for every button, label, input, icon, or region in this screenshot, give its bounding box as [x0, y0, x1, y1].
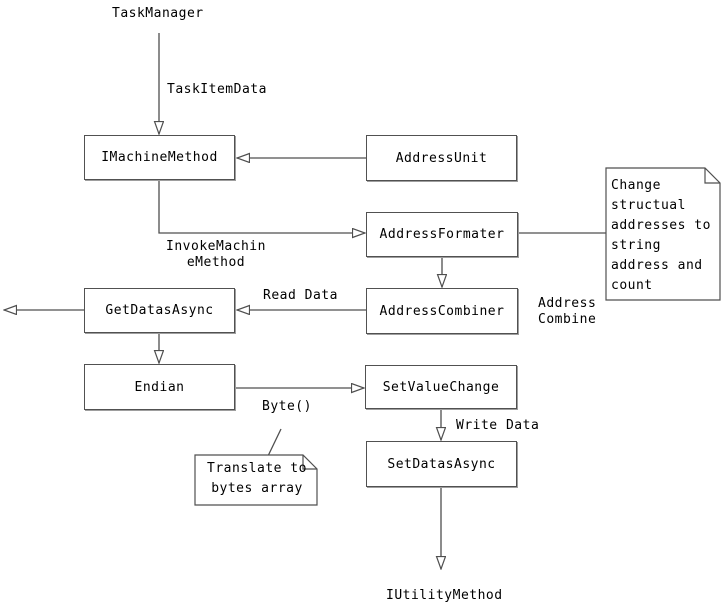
- edge-imachinemethod-to-addressformater: [158, 180, 365, 233]
- node-addressunit: AddressUnit: [366, 135, 517, 181]
- edge-label-addresscombine: Address Combine: [538, 296, 597, 327]
- edge-note-to-bytecall: [267, 428, 282, 457]
- edge-label-invokemachinemethod: InvokeMachin eMethod: [166, 239, 266, 270]
- note-change-addresses-text: Change structual addresses to string add…: [611, 178, 711, 293]
- node-setdatasasync: SetDatasAsync: [366, 441, 517, 487]
- node-setvaluechange-label: SetValueChange: [382, 379, 500, 395]
- node-addresscombiner: AddressCombiner: [366, 288, 518, 334]
- node-endian-label: Endian: [134, 379, 185, 395]
- note-fold-icon: [704, 168, 720, 184]
- node-setdatasasync-label: SetDatasAsync: [387, 456, 496, 472]
- node-endian: Endian: [84, 364, 235, 410]
- node-taskmanager-label: TaskManager: [112, 6, 204, 21]
- edge-label-bytecall: Byte(): [262, 399, 312, 414]
- note-shape-translate-bytes: [194, 454, 318, 506]
- node-imachinemethod-label: IMachineMethod: [101, 150, 218, 165]
- node-addressformater: AddressFormater: [366, 212, 518, 257]
- note-shape-change-addresses: [605, 167, 721, 301]
- node-addresscombiner-label: AddressCombiner: [379, 303, 505, 319]
- edge-label-writedata: Write Data: [456, 418, 540, 433]
- edge-label-readdata: Read Data: [263, 288, 338, 303]
- node-getdatasasync-label: GetDatasAsync: [105, 303, 214, 318]
- note-fold-icon: [302, 455, 317, 470]
- node-getdatasasync: GetDatasAsync: [84, 288, 235, 333]
- node-addressformater-label: AddressFormater: [379, 227, 505, 242]
- node-setvaluechange: SetValueChange: [365, 365, 517, 409]
- node-addressunit-label: AddressUnit: [395, 150, 488, 166]
- edge-label-taskitemdata: TaskItemData: [167, 82, 267, 97]
- note-translate-bytes-text: Translate to bytes array: [207, 461, 307, 496]
- node-iutilitymethod-label: IUtilityMethod: [386, 588, 503, 603]
- node-imachinemethod: IMachineMethod: [84, 135, 235, 180]
